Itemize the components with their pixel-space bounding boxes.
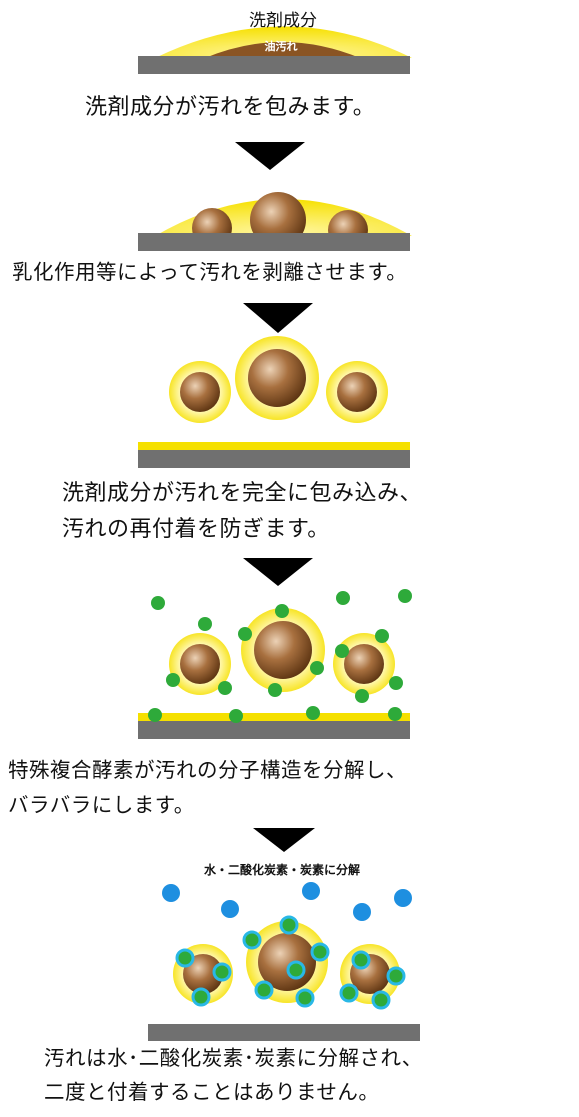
step1-illustration <box>138 26 412 74</box>
step1-caption: 洗剤成分が汚れを包みます。 <box>85 95 376 120</box>
down-arrow-icon <box>243 303 313 333</box>
enzyme-dot <box>268 683 282 697</box>
enzyme-ring <box>286 960 306 980</box>
surface <box>148 1024 420 1041</box>
step3-illustration <box>138 336 410 468</box>
enzyme-dot <box>355 689 369 703</box>
enzyme-ring <box>371 990 391 1010</box>
enzyme-ring <box>310 942 330 962</box>
surface <box>138 450 410 468</box>
water-dot <box>302 882 320 900</box>
enzyme-ring <box>191 987 211 1007</box>
enzyme-dot <box>310 661 324 675</box>
step2-illustration <box>138 192 412 251</box>
step4-caption-line1: 特殊複合酵素が汚れの分子構造を分解し、 <box>8 758 407 782</box>
detergent-layer <box>138 713 410 721</box>
dirt-particle <box>344 644 384 684</box>
detergent-layer <box>138 442 410 450</box>
dirt-particle <box>180 372 220 412</box>
enzyme-dot <box>375 629 389 643</box>
dirt-particle <box>248 349 306 407</box>
enzyme-dot <box>151 596 165 610</box>
step2-caption: 乳化作用等によって汚れを剥離させます。 <box>12 260 408 284</box>
enzyme-ring <box>242 930 262 950</box>
water-dots <box>162 882 412 921</box>
dirt-particle <box>183 954 223 994</box>
enzyme-dots <box>148 589 412 723</box>
decompose-label: 水・二酸化炭素・炭素に分解 <box>204 862 360 877</box>
enzyme-ring <box>295 988 315 1008</box>
dirt-particle <box>180 644 220 684</box>
dirt-particle <box>337 372 377 412</box>
water-dot <box>162 884 180 902</box>
step5-illustration <box>148 882 420 1041</box>
water-dot <box>353 903 371 921</box>
enzyme-ring <box>279 915 299 935</box>
enzyme-ring <box>351 950 371 970</box>
water-dot <box>221 900 239 918</box>
enzyme-dot <box>218 681 232 695</box>
step5-caption-line2: 二度と付着することはありません。 <box>44 1080 380 1104</box>
enzyme-dot <box>336 591 350 605</box>
surface <box>138 233 410 251</box>
enzyme-dot <box>398 589 412 603</box>
water-dot <box>394 889 412 907</box>
enzyme-ring <box>212 962 232 982</box>
enzyme-rings <box>175 915 406 1010</box>
detergent-label: 洗剤成分 <box>249 11 317 31</box>
enzyme-dot <box>198 617 212 631</box>
dirt-particle <box>254 621 312 679</box>
enzyme-dot <box>275 604 289 618</box>
enzyme-dot <box>148 708 162 722</box>
enzyme-ring <box>339 983 359 1003</box>
enzyme-ring <box>175 948 195 968</box>
down-arrow-icon <box>253 828 315 852</box>
step4-caption-line2: バラバラにします。 <box>8 793 195 817</box>
surface <box>138 56 410 74</box>
enzyme-dot <box>238 627 252 641</box>
surface <box>138 721 410 739</box>
oil-dirt-label: 油汚れ <box>265 39 298 53</box>
step5-caption-line1: 汚れは水･二酸化炭素･炭素に分解され、 <box>44 1046 423 1070</box>
enzyme-ring <box>386 966 406 986</box>
step4-illustration <box>138 589 412 739</box>
enzyme-dot <box>388 707 402 721</box>
enzyme-dot <box>166 673 180 687</box>
enzyme-ring <box>254 980 274 1000</box>
oil-dirt <box>205 42 360 58</box>
step3-caption-line1: 洗剤成分が汚れを完全に包み込み、 <box>62 481 423 506</box>
step3-caption-line2: 汚れの再付着を防ぎます。 <box>62 517 330 542</box>
down-arrow-icon <box>243 558 313 586</box>
enzyme-dot <box>389 676 403 690</box>
enzyme-dot <box>335 644 349 658</box>
enzyme-dot <box>229 709 243 723</box>
down-arrow-icon <box>235 142 305 170</box>
enzyme-dot <box>306 706 320 720</box>
